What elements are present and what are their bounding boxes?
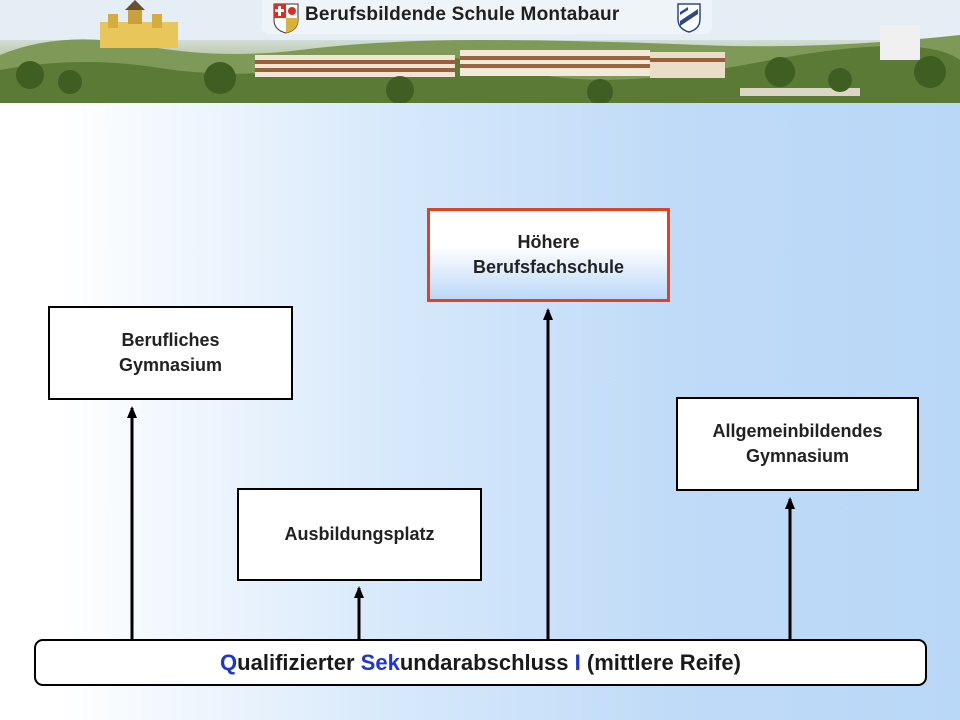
box-label-line1: Allgemeinbildendes: [712, 421, 883, 441]
box-hoehere-berufsfachschule: Höhere Berufsfachschule: [427, 208, 670, 302]
highlight-sek: Sek: [360, 649, 400, 675]
header-title: Berufsbildende Schule Montabaur: [305, 4, 620, 25]
bar-text-part3: (mittlere Reife): [580, 649, 741, 675]
landscape-photo: [0, 0, 960, 103]
district-shield-icon: [677, 3, 701, 33]
highlight-roman-one: I: [574, 649, 581, 675]
box-label-line2: Gymnasium: [745, 446, 850, 466]
box-label-line2: Berufsfachschule: [472, 257, 625, 277]
box-ausbildungsplatz: Ausbildungsplatz: [237, 488, 482, 581]
box-label-line1: Ausbildungsplatz: [284, 524, 435, 544]
bar-text-part2: undarabschluss: [399, 649, 575, 675]
header-banner: Berufsbildende Schule Montabaur: [0, 0, 960, 103]
box-label-line1: Höhere: [517, 232, 580, 252]
title-band: [262, 0, 712, 34]
rhineland-palatinate-coat-of-arms-icon: [273, 3, 299, 34]
castle-building: [100, 0, 178, 48]
box-label-line2: Gymnasium: [118, 355, 223, 375]
box-berufliches-gymnasium: Berufliches Gymnasium: [48, 306, 293, 400]
highlight-q: Q: [220, 649, 238, 675]
school-buildings: [255, 25, 920, 96]
box-label-line1: Berufliches: [121, 330, 220, 350]
box-allgemeinbildendes-gymnasium: Allgemeinbildendes Gymnasium: [676, 397, 919, 491]
bar-text-part1: ualifizierter: [237, 649, 361, 675]
